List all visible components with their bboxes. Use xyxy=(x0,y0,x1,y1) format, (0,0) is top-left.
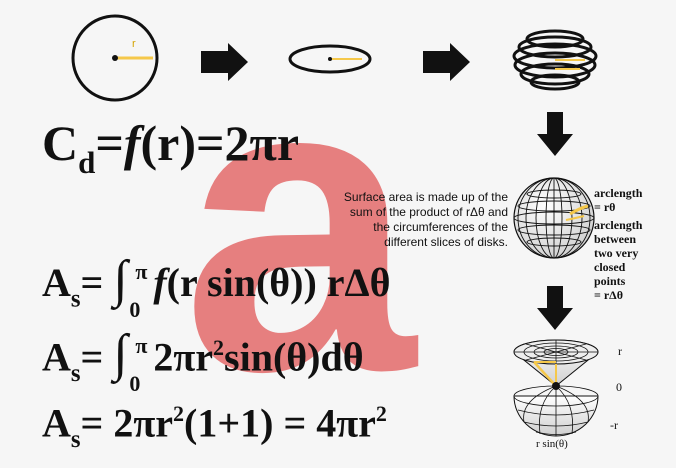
watermark-letter: a xyxy=(182,0,416,459)
radius-label: r xyxy=(132,38,136,50)
arclength-label: arclength = rθ xyxy=(594,186,643,214)
arrow-right-icon xyxy=(201,43,248,81)
center-dot xyxy=(112,55,118,61)
label-r: r xyxy=(618,344,622,358)
arclength-between-label: arclength between two very closed points… xyxy=(594,218,643,302)
top-row-diagram xyxy=(71,14,598,102)
label-neg-r: -r xyxy=(610,418,618,432)
description-text: Surface area is made up of the sum of th… xyxy=(343,190,508,249)
stacked-disks-shape xyxy=(512,29,598,91)
down-arrow-icon xyxy=(537,286,573,330)
circumference-equation: Cd=f(r)=2πr xyxy=(42,115,300,181)
down-arrow-icon xyxy=(537,112,573,156)
label-zero: 0 xyxy=(616,380,622,394)
area-equation-1: As= ∫ π 0 f(r sin(θ)) rΔθ xyxy=(42,251,391,323)
circle-shape xyxy=(71,14,159,102)
ellipse-shape xyxy=(288,44,372,74)
arrow-right-icon xyxy=(423,43,470,81)
area-equation-3: As= 2πr2(1+1) = 4πr2 xyxy=(42,400,387,453)
hemispheres-diagram xyxy=(513,339,599,437)
area-equation-2: As= ∫ π 0 2πr2sin(θ)dθ xyxy=(42,325,364,397)
sphere-grid-diagram xyxy=(513,177,595,259)
label-r-sin-theta: r sin(θ) xyxy=(536,438,568,450)
